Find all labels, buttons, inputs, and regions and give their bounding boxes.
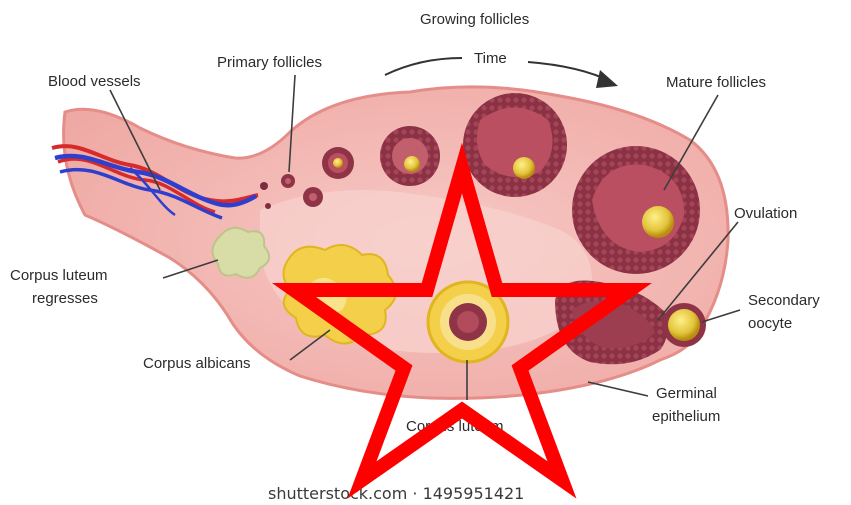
watermark-text: shutterstock.com · 1495951421 [268, 484, 524, 503]
label-corpus-luteum-regresses-1: Corpus luteum [10, 267, 108, 284]
label-mature-follicles: Mature follicles [666, 74, 766, 91]
label-corpus-luteum-regresses-2: regresses [32, 290, 98, 307]
label-germinal-epithelium-1: Germinal [656, 385, 717, 402]
arrowhead-icon [596, 70, 618, 88]
label-time: Time [474, 50, 507, 67]
label-corpus-albicans: Corpus albicans [143, 355, 251, 372]
label-ovulation: Ovulation [734, 205, 797, 222]
label-primary-follicles: Primary follicles [217, 54, 322, 71]
label-growing-follicles: Growing follicles [420, 11, 529, 28]
label-secondary-oocyte-1: Secondary [748, 292, 820, 309]
mature-follicle [572, 146, 700, 274]
time-arrow [385, 58, 462, 75]
label-blood-vessels: Blood vessels [48, 73, 141, 90]
secondary-oocyte [662, 303, 706, 347]
label-germinal-epithelium-2: epithelium [652, 408, 720, 425]
label-secondary-oocyte-2: oocyte [748, 315, 792, 332]
